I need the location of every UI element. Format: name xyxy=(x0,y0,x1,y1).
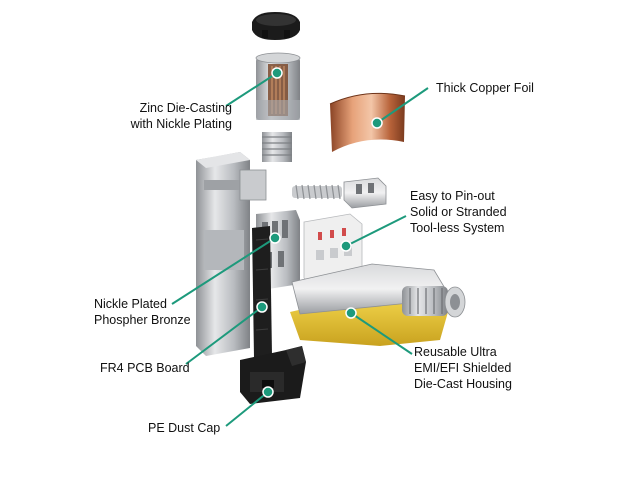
leader-pinout xyxy=(345,215,407,247)
leader-lines xyxy=(171,72,429,427)
callout-housing-line-3: Die-Cast Housing xyxy=(414,377,512,391)
callout-pcb: FR4 PCB Board xyxy=(100,360,190,376)
callout-dot-icon xyxy=(262,386,274,398)
zinc-barrel-part xyxy=(255,52,301,120)
callout-copper-foil: Thick Copper Foil xyxy=(436,80,534,96)
callout-pinout-line-2: Solid or Stranded xyxy=(410,205,507,219)
callout-dust-cap-line-1: PE Dust Cap xyxy=(148,421,221,435)
leader-pcb xyxy=(185,306,263,365)
threaded-insert-part xyxy=(262,132,292,162)
leader-phosphor xyxy=(171,237,276,305)
callout-phosphor-line-2: Phospher Bronze xyxy=(94,313,191,327)
leader-housing xyxy=(350,312,413,355)
callout-dot-icon xyxy=(345,307,357,319)
leader-dust-cap xyxy=(225,391,269,427)
callout-housing: Reusable Ultra EMI/EFI Shielded Die-Cast… xyxy=(414,344,512,392)
callout-housing-line-1: Reusable Ultra xyxy=(414,345,497,359)
rear-housing-part xyxy=(290,263,466,346)
callout-zinc-line-2: with Nickle Plating xyxy=(130,117,232,131)
main-housing-part xyxy=(196,152,267,356)
leader-zinc xyxy=(225,72,278,107)
pcb-board-part xyxy=(252,226,272,358)
callout-pinout-line-1: Easy to Pin-out xyxy=(410,189,495,203)
callout-zinc-line-1: Zinc Die-Casting xyxy=(139,101,232,115)
callout-dot-icon xyxy=(371,117,383,129)
copper-foil-part xyxy=(329,92,406,152)
callout-copper-foil-line-1: Thick Copper Foil xyxy=(436,81,534,95)
callout-dot-icon xyxy=(271,67,283,79)
callout-dot-icon xyxy=(269,232,281,244)
callout-zinc: Zinc Die-Casting with Nickle Plating xyxy=(100,100,232,132)
callout-dust-cap: PE Dust Cap xyxy=(148,420,220,436)
leader-copper xyxy=(376,87,429,124)
callout-phosphor-line-1: Nickle Plated xyxy=(94,297,167,311)
callout-housing-line-2: EMI/EFI Shielded xyxy=(414,361,512,375)
callout-pcb-line-1: FR4 PCB Board xyxy=(100,361,190,375)
callout-pinout-line-3: Tool-less System xyxy=(410,221,505,235)
latch-clip-part xyxy=(343,177,387,209)
callout-pinout: Easy to Pin-out Solid or Stranded Tool-l… xyxy=(410,188,507,236)
dust-cap-part xyxy=(240,346,306,404)
callout-dot-icon xyxy=(256,301,268,313)
spring-part xyxy=(292,184,342,200)
callout-phosphor: Nickle Plated Phospher Bronze xyxy=(94,296,191,328)
callout-dot-icon xyxy=(340,240,352,252)
black-cap-part xyxy=(252,12,300,40)
